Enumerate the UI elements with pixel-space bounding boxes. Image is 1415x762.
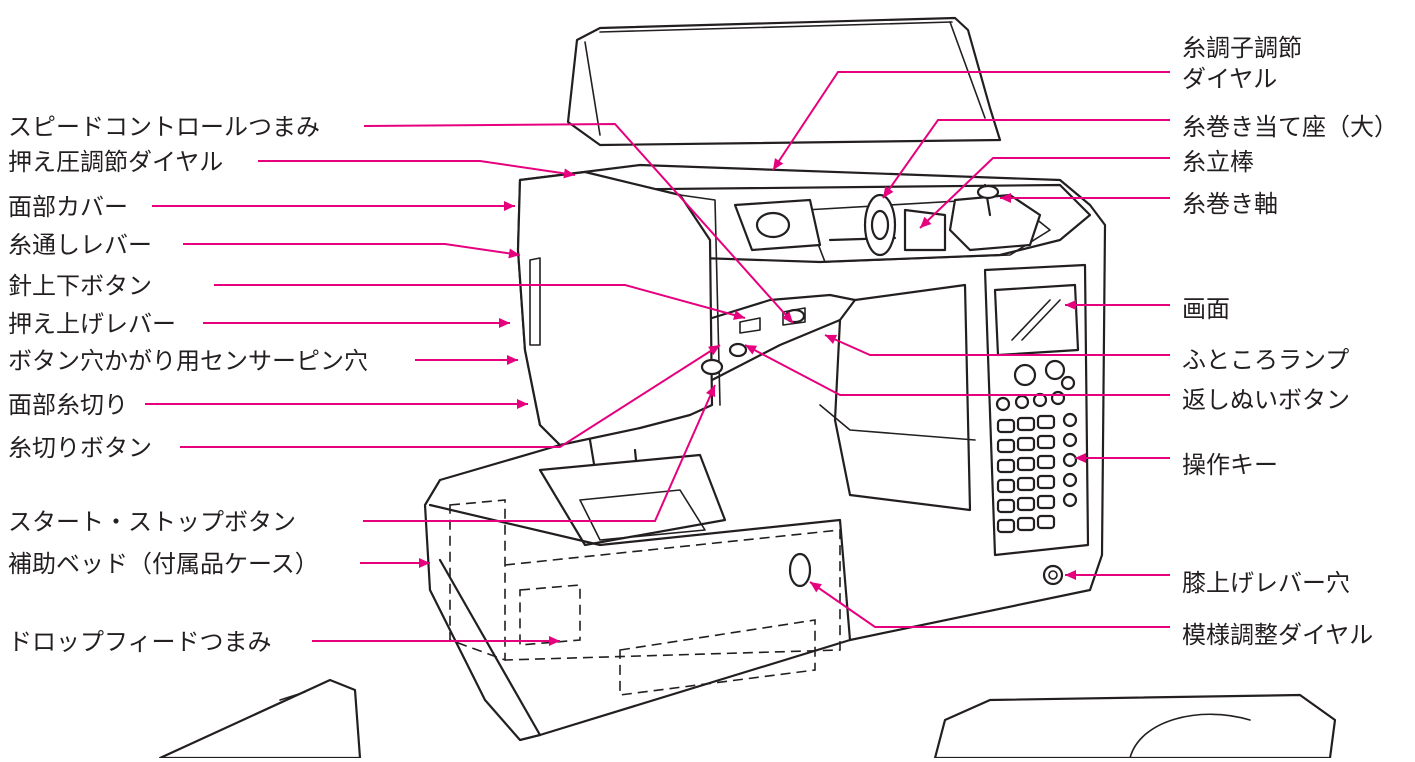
- leader-lines: [145, 71, 1170, 646]
- left-label-5-leader: [214, 284, 746, 319]
- right-label-2: 糸巻き当て座（大）: [1182, 113, 1398, 141]
- right-label-6: ふところランプ: [1182, 346, 1349, 374]
- right-label-5: 画面: [1182, 295, 1230, 323]
- left-label-10-arrow: [705, 385, 716, 398]
- left-label-8-arrow: [517, 399, 528, 409]
- right-label-1-leader: [772, 71, 1170, 171]
- left-label-9: 糸切りボタン: [8, 434, 152, 462]
- right-label-2-arrow: [883, 186, 894, 198]
- right-label-4: 糸巻き軸: [1182, 190, 1278, 218]
- right-label-8: 操作キー: [1182, 451, 1278, 479]
- left-label-4-arrow: [508, 248, 520, 259]
- left-label-1-leader: [363, 122, 794, 324]
- right-label-10: 模様調整ダイヤル: [1182, 621, 1373, 649]
- right-label-7-arrow: [745, 345, 758, 355]
- right-label-7: 返しぬいボタン: [1182, 386, 1350, 414]
- right-label-1-line-1: 糸調子調節: [1182, 34, 1302, 62]
- right-label-8-arrow: [1075, 453, 1086, 463]
- right-label-6-arrow: [825, 334, 838, 345]
- right-label-3-arrow: [920, 216, 932, 228]
- left-label-4: 糸通しレバー: [8, 231, 152, 259]
- left-label-7: ボタン穴かがり用センサーピン穴: [8, 347, 368, 375]
- right-label-2-leader: [882, 119, 1170, 199]
- left-label-12-arrow: [549, 636, 560, 646]
- right-label-3: 糸立棒: [1182, 148, 1254, 176]
- left-label-2: 押え圧調節ダイヤル: [8, 148, 223, 176]
- left-label-1-arrow: [781, 311, 793, 323]
- left-label-2-leader: [258, 160, 576, 176]
- left-label-5-arrow: [733, 310, 745, 320]
- left-label-7-arrow: [507, 355, 518, 365]
- left-label-10-leader: [363, 384, 716, 522]
- right-label-1-arrow: [773, 158, 784, 170]
- right-label-1-line-2: ダイヤル: [1182, 65, 1277, 93]
- right-label-10-leader: [809, 581, 1170, 628]
- left-label-9-arrow: [708, 345, 720, 356]
- left-label-12: ドロップフィードつまみ: [8, 628, 272, 656]
- right-label-9-arrow: [1065, 570, 1076, 580]
- right-label-10-arrow: [810, 582, 822, 593]
- top-lid: [566, 16, 1002, 147]
- left-label-2-arrow: [563, 168, 575, 179]
- right-label-9: 膝上げレバー穴: [1182, 569, 1350, 597]
- left-label-4-leader: [183, 243, 521, 256]
- machine-body: [423, 163, 1107, 742]
- right-label-5-arrow: [1065, 300, 1076, 310]
- left-label-6: 押え上げレバー: [8, 310, 176, 338]
- left-label-8: 面部糸切り: [8, 391, 128, 419]
- right-label-3-leader: [919, 157, 1170, 229]
- left-label-1: スピードコントロールつまみ: [8, 113, 320, 141]
- left-label-11-arrow: [419, 558, 430, 568]
- left-label-9-leader: [180, 344, 721, 448]
- right-label-4-arrow: [1000, 193, 1011, 203]
- labels: スピードコントロールつまみ押え圧調節ダイヤル面部カバー糸通しレバー針上下ボタン押…: [8, 34, 1398, 656]
- left-label-3: 面部カバー: [8, 193, 128, 221]
- right-label-7-leader: [744, 344, 1170, 396]
- bottom-fragments: [158, 678, 1337, 760]
- left-label-10: スタート・ストップボタン: [8, 508, 296, 536]
- left-label-3-arrow: [504, 201, 515, 211]
- machine-drawing: [158, 16, 1337, 760]
- left-label-5: 針上下ボタン: [8, 272, 152, 300]
- left-label-11: 補助ベッド（付属品ケース）: [8, 550, 319, 578]
- left-label-6-arrow: [499, 318, 510, 328]
- right-label-6-leader: [824, 334, 1170, 356]
